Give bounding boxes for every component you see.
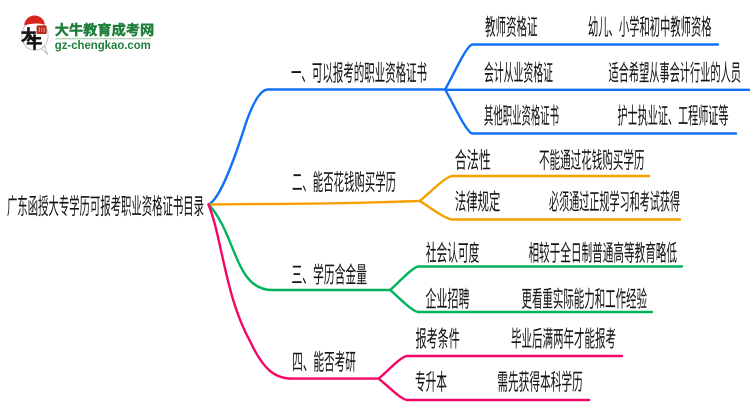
svg-text:gz-chengkao.com: gz-chengkao.com	[55, 38, 151, 52]
